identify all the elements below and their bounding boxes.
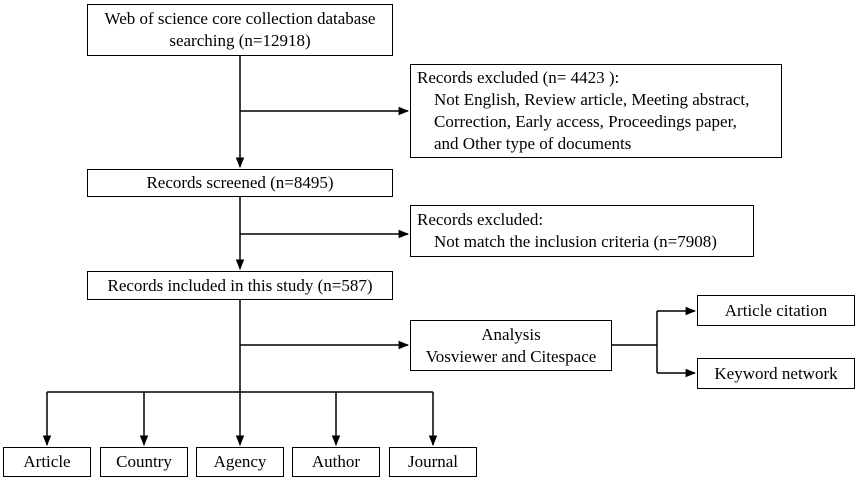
- excluded-1-line-1: Not English, Review article, Meeting abs…: [434, 90, 750, 109]
- keyword-network-box: Keyword network: [697, 358, 855, 389]
- category-article-box: Article: [3, 447, 91, 477]
- excluded-box-1: Records excluded (n= 4423 ): Not English…: [410, 64, 782, 158]
- article-citation-label: Article citation: [724, 300, 828, 320]
- screened-label: Records screened (n=8495): [146, 173, 334, 192]
- category-article-label: Article: [23, 452, 71, 471]
- analysis-box: Analysis Vosviewer and Citespace: [410, 320, 612, 371]
- category-author-label: Author: [311, 452, 361, 471]
- analysis-line-1: Analysis: [481, 324, 541, 344]
- included-box: Records included in this study (n=587): [87, 271, 393, 300]
- excluded-2-line-1: Not match the inclusion criteria (n=7908…: [434, 232, 717, 251]
- category-country-label: Country: [116, 452, 172, 471]
- excluded-1-heading: Records excluded (n= 4423 ):: [417, 68, 620, 87]
- article-citation-box: Article citation: [697, 295, 855, 326]
- excluded-2-heading: Records excluded:: [417, 210, 544, 229]
- category-agency-label: Agency: [213, 452, 267, 471]
- category-agency-box: Agency: [196, 447, 284, 477]
- search-line-2: searching (n=12918): [169, 31, 311, 50]
- search-line-1: Web of science core collection database: [104, 9, 376, 28]
- screened-box: Records screened (n=8495): [87, 169, 393, 197]
- category-author-box: Author: [292, 447, 380, 477]
- category-country-box: Country: [100, 447, 188, 477]
- excluded-1-line-3: and Other type of documents: [434, 134, 632, 153]
- keyword-network-label: Keyword network: [714, 363, 838, 383]
- search-box: Web of science core collection database …: [87, 4, 393, 56]
- category-journal-box: Journal: [389, 447, 477, 477]
- excluded-1-line-2: Correction, Early access, Proceedings pa…: [434, 112, 737, 131]
- excluded-box-2: Records excluded: Not match the inclusio…: [410, 205, 754, 257]
- category-journal-label: Journal: [407, 452, 459, 471]
- analysis-line-2: Vosviewer and Citespace: [425, 346, 597, 366]
- included-label: Records included in this study (n=587): [107, 275, 373, 295]
